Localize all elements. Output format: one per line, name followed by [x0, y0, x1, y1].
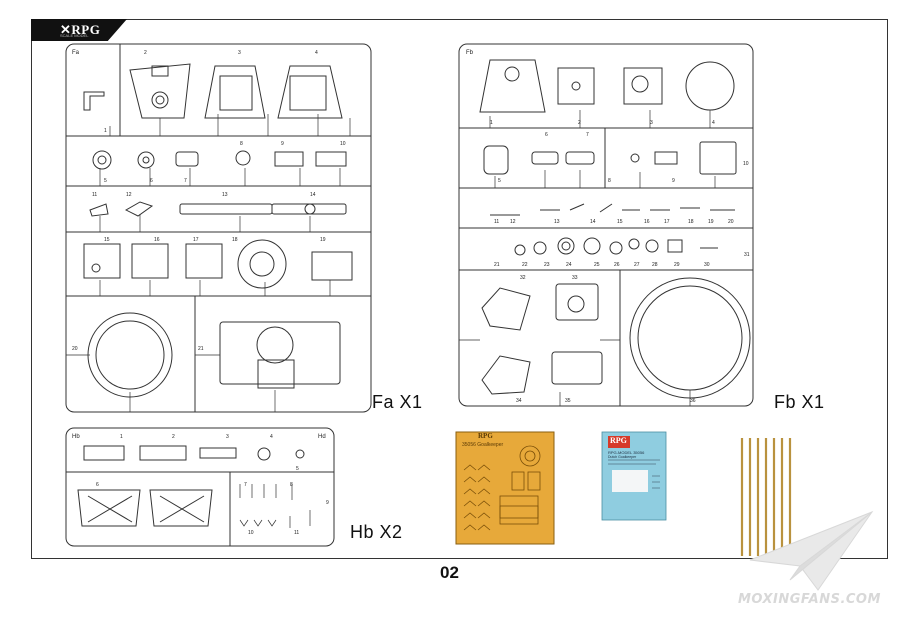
svg-text:6: 6	[96, 482, 99, 488]
svg-text:1: 1	[104, 128, 107, 134]
svg-text:Fa: Fa	[72, 50, 80, 56]
svg-text:14: 14	[590, 219, 596, 225]
svg-text:21: 21	[198, 346, 204, 352]
decal-line-2: Dutch Goalkeeper	[608, 455, 637, 459]
page-frame	[31, 19, 888, 559]
decal-line-1: RPG-MODEL 35056	[608, 450, 645, 455]
svg-text:22: 22	[522, 262, 528, 268]
svg-text:8: 8	[240, 141, 243, 147]
svg-text:6: 6	[150, 178, 153, 184]
svg-text:2: 2	[172, 434, 175, 440]
svg-text:12: 12	[126, 192, 132, 198]
svg-text:20: 20	[728, 219, 734, 225]
svg-text:9: 9	[326, 500, 329, 506]
svg-text:10: 10	[248, 530, 254, 536]
sprue-fa	[65, 43, 372, 413]
svg-text:33: 33	[572, 275, 578, 281]
svg-text:7: 7	[184, 178, 187, 184]
brand-tab	[31, 19, 127, 41]
svg-text:18: 18	[232, 237, 238, 243]
svg-text:4: 4	[270, 434, 273, 440]
svg-text:2: 2	[144, 50, 147, 56]
x-mark-icon: ✕	[60, 22, 72, 37]
svg-text:6: 6	[545, 132, 548, 138]
sprue-hb-label: Hb X2	[350, 522, 403, 542]
svg-text:29: 29	[674, 262, 680, 268]
svg-text:32: 32	[520, 275, 526, 281]
svg-text:27: 27	[634, 262, 640, 268]
svg-text:16: 16	[154, 237, 160, 243]
svg-text:12: 12	[510, 219, 516, 225]
svg-text:Hb: Hb	[72, 434, 80, 440]
svg-text:19: 19	[320, 237, 326, 243]
brass-barrels	[740, 438, 792, 556]
sprue-fa-label: Fa X1	[372, 392, 423, 412]
svg-text:18: 18	[688, 219, 694, 225]
photo-etch-sheet	[455, 431, 555, 545]
svg-text:Fb: Fb	[466, 50, 474, 56]
svg-text:10: 10	[340, 141, 346, 147]
svg-text:17: 17	[193, 237, 199, 243]
svg-text:3: 3	[650, 120, 653, 126]
svg-text:7: 7	[586, 132, 589, 138]
svg-text:3: 3	[226, 434, 229, 440]
svg-text:2: 2	[578, 120, 581, 126]
brand-logo: ✕RPG	[60, 22, 101, 37]
svg-text:8: 8	[608, 178, 611, 184]
svg-text:15: 15	[617, 219, 623, 225]
photo-etch-logo: RPG	[478, 432, 493, 440]
svg-text:3: 3	[238, 50, 241, 56]
svg-text:11: 11	[92, 192, 97, 198]
svg-text:9: 9	[672, 178, 675, 184]
decal-sheet	[601, 431, 667, 521]
svg-text:24: 24	[566, 262, 572, 268]
svg-text:15: 15	[104, 237, 110, 243]
svg-text:1: 1	[490, 120, 493, 126]
svg-text:11: 11	[494, 219, 499, 225]
svg-text:19: 19	[708, 219, 714, 225]
hb-part-numbers: Hb Hd 1 2 3 4 5 6 7 8 9 10 11	[72, 434, 329, 536]
sprue-fb-label: Fb X1	[774, 392, 825, 412]
svg-text:9: 9	[281, 141, 284, 147]
svg-text:34: 34	[516, 398, 522, 404]
svg-text:21: 21	[494, 262, 500, 268]
svg-text:36: 36	[690, 398, 696, 404]
svg-text:20: 20	[72, 346, 78, 352]
paper-plane-icon	[749, 510, 874, 591]
svg-text:4: 4	[712, 120, 715, 126]
decal-logo: RPG	[610, 436, 627, 445]
svg-text:13: 13	[554, 219, 560, 225]
svg-text:5: 5	[296, 466, 299, 472]
brand-logo-subtext: SCALE MODEL	[60, 33, 89, 38]
sprue-hb	[65, 427, 335, 547]
svg-text:35: 35	[565, 398, 571, 404]
sprue-fb	[458, 43, 754, 407]
svg-text:31: 31	[744, 252, 750, 258]
svg-text:17: 17	[664, 219, 670, 225]
watermark-text: MOXINGFANS.COM	[738, 592, 881, 607]
svg-text:28: 28	[652, 262, 658, 268]
svg-text:26: 26	[614, 262, 620, 268]
svg-text:4: 4	[315, 50, 318, 56]
svg-text:16: 16	[644, 219, 650, 225]
svg-text:25: 25	[594, 262, 600, 268]
svg-text:14: 14	[310, 192, 316, 198]
svg-text:23: 23	[544, 262, 550, 268]
svg-text:8: 8	[290, 482, 293, 488]
photo-etch-title: 35056 Goalkeeper	[462, 442, 504, 448]
svg-text:5: 5	[498, 178, 501, 184]
svg-text:13: 13	[222, 192, 228, 198]
svg-text:1: 1	[120, 434, 123, 440]
svg-text:5: 5	[104, 178, 107, 184]
svg-text:Hd: Hd	[318, 434, 326, 440]
svg-text:30: 30	[704, 262, 710, 268]
svg-text:7: 7	[244, 482, 247, 488]
svg-text:11: 11	[294, 530, 299, 536]
svg-text:10: 10	[743, 161, 749, 167]
page-number: 02	[440, 563, 459, 582]
